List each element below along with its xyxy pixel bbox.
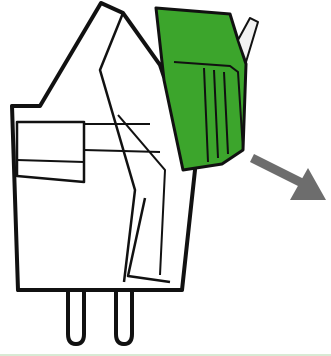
direction-arrow-head bbox=[290, 168, 326, 200]
plug-band-line-2 bbox=[83, 149, 161, 153]
prong-right bbox=[114, 282, 134, 346]
green-cap-rib-1 bbox=[203, 67, 209, 163]
green-cap-edge bbox=[173, 61, 244, 151]
plug-body bbox=[10, 1, 197, 292]
plug-body-ridge-3 bbox=[117, 114, 166, 276]
green-cap-rib-2 bbox=[213, 69, 219, 159]
direction-arrow-shaft bbox=[249, 153, 311, 191]
plug-side-panel-divider bbox=[16, 159, 85, 163]
release-clip bbox=[237, 17, 259, 63]
plug-side-panel bbox=[15, 120, 86, 184]
prong-left bbox=[66, 282, 86, 346]
green-cap-rib-3 bbox=[223, 71, 229, 155]
bottom-band bbox=[0, 354, 331, 356]
green-cap bbox=[154, 6, 259, 172]
plug-prongs bbox=[66, 282, 134, 346]
plug-body-outline bbox=[10, 1, 197, 292]
plug-body-ridge-2 bbox=[126, 197, 171, 284]
plug-body-ridge bbox=[98, 12, 137, 283]
direction-arrow-icon bbox=[249, 153, 326, 200]
